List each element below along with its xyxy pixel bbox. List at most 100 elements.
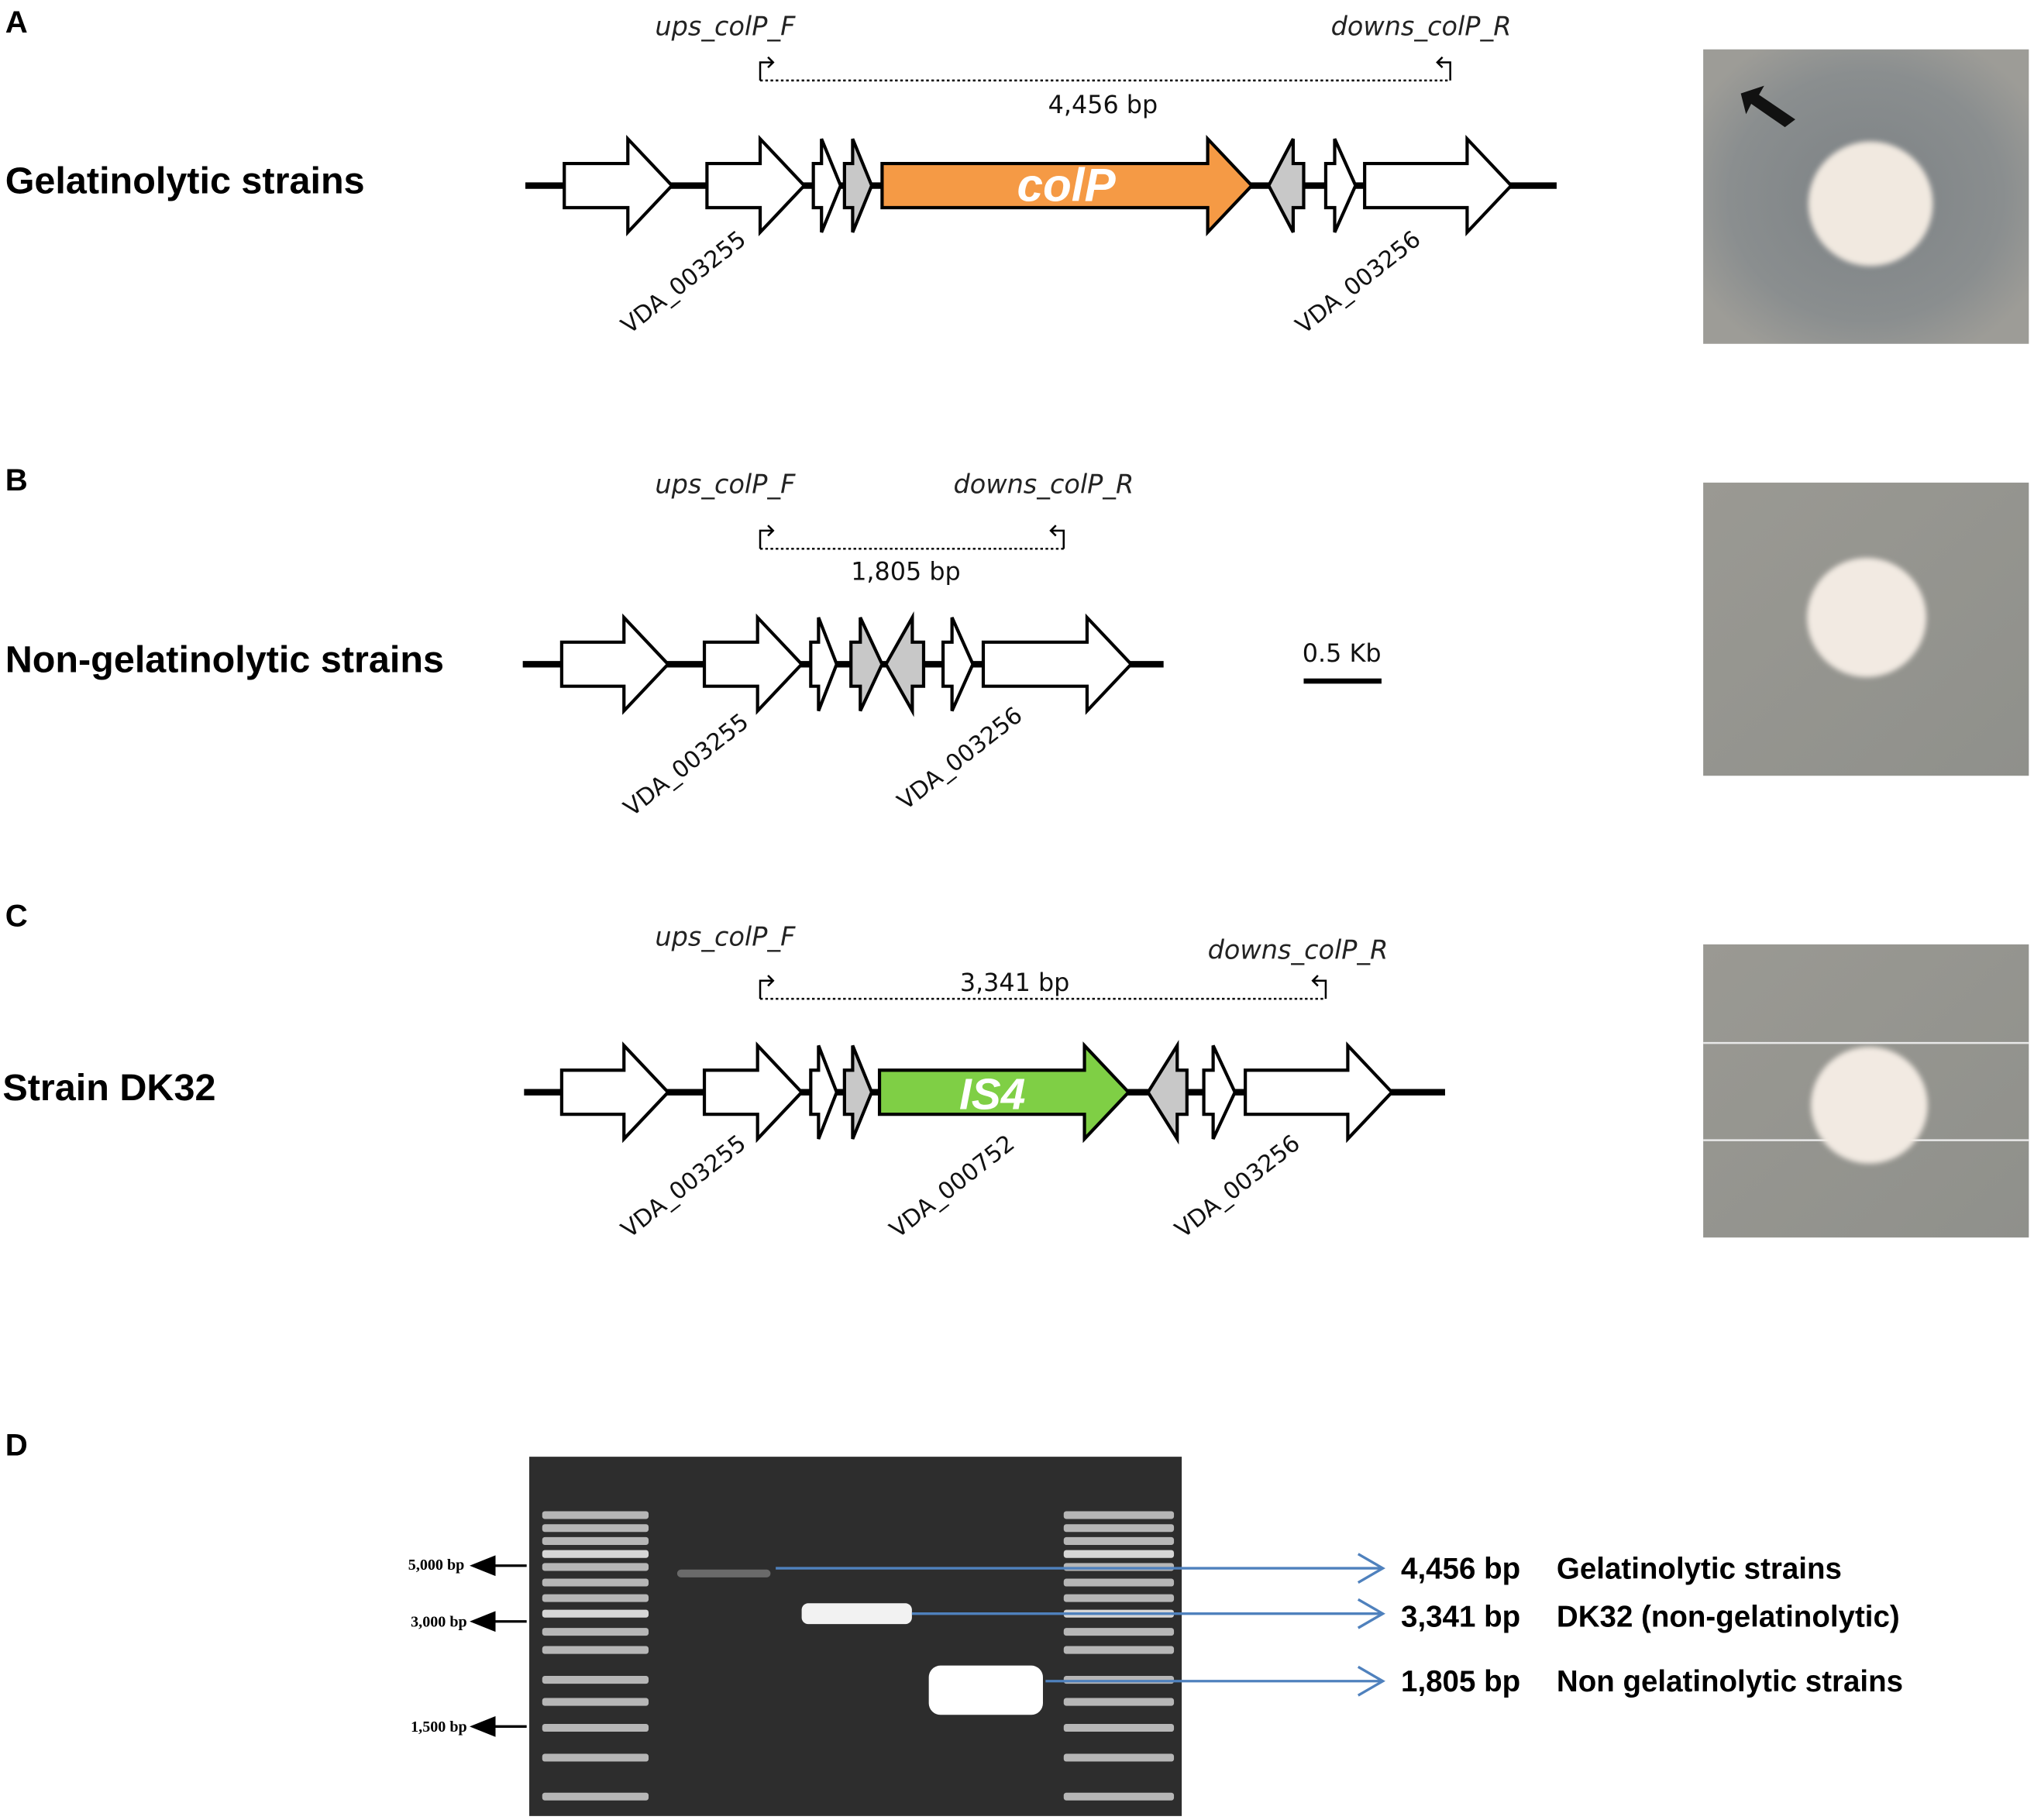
ladder-band: [1063, 1698, 1175, 1706]
gel-image: [529, 1457, 1182, 1816]
ladder-band: [542, 1594, 649, 1602]
gene-label: VDA_000752: [885, 1130, 1020, 1244]
band-callouts: [776, 1553, 1385, 1697]
colp-label: colP: [1017, 159, 1116, 212]
panel-letter-c: C: [5, 898, 28, 933]
plate-photo-c: [1703, 944, 2029, 1238]
ladder-band: [542, 1524, 649, 1533]
marker-arrow-icon: [470, 1555, 496, 1577]
ladder-band: [542, 1628, 649, 1636]
primer-r-c: downs_colP_R: [1208, 934, 1389, 965]
gene-arrow: [559, 1041, 671, 1144]
amplicon-a: 4,456 bp: [1048, 91, 1158, 119]
primer-forward-icon: [759, 525, 775, 549]
band-size: 1,805 bp: [1401, 1665, 1520, 1698]
ladder-band: [1063, 1724, 1175, 1732]
panel-a-title: Gelatinolytic strains: [5, 160, 365, 202]
colp-gene-arrow: [880, 134, 1254, 237]
gene-map-a: [525, 56, 1557, 237]
gene-arrow: [1323, 138, 1358, 233]
marker-arrow-icon: [470, 1611, 496, 1632]
panel-c-title: Strain DK32: [2, 1067, 215, 1109]
ladder-band: [1063, 1511, 1175, 1519]
ladder-band: [542, 1792, 649, 1801]
scale-bar: [1303, 678, 1382, 684]
ladder-band: [1063, 1550, 1175, 1558]
ladder-band: [542, 1609, 649, 1618]
callout-arrow-icon: [1357, 1598, 1385, 1629]
band-4456: [676, 1569, 771, 1577]
scale-bar-label: 0.5 Kb: [1303, 639, 1382, 668]
amplicon-c: 3,341 bp: [960, 968, 1070, 997]
gene-map-c: [524, 975, 1445, 1145]
gene-arrow: [1266, 138, 1306, 233]
gene-arrow: [702, 1041, 804, 1144]
ladder-band: [542, 1646, 649, 1654]
gene-label: VDA_003255: [616, 1130, 751, 1244]
primer-f-c: ups_colP_F: [655, 922, 796, 952]
band-1805: [928, 1665, 1043, 1715]
ladder-band: [542, 1753, 649, 1762]
primer-f-b: ups_colP_F: [655, 469, 796, 499]
primer-reverse-icon: [1436, 56, 1451, 81]
panel-letter-a: A: [5, 5, 28, 40]
band-desc: Gelatinolytic strains: [1557, 1553, 1842, 1586]
gene-arrow: [811, 138, 843, 233]
gene-label: VDA_003256: [1170, 1130, 1305, 1244]
primer-r-a: downs_colP_R: [1331, 11, 1512, 41]
ladder-band: [1063, 1753, 1175, 1762]
ladder-band: [542, 1511, 649, 1519]
gene-label: VDA_003256: [1291, 225, 1426, 339]
callout-arrow-icon: [1357, 1665, 1385, 1697]
ladder-band: [542, 1676, 649, 1684]
primer-r-b: downs_colP_R: [953, 469, 1134, 499]
gene-arrow: [884, 611, 926, 717]
gene-arrow: [941, 617, 975, 712]
ladder-band: [542, 1536, 649, 1545]
ladder-band: [1063, 1594, 1175, 1602]
ladder-band: [542, 1698, 649, 1706]
primer-forward-icon: [759, 56, 775, 81]
callout-arrow-icon: [1357, 1553, 1385, 1584]
ladder-band: [542, 1724, 649, 1732]
gene-arrow: [705, 134, 807, 237]
marker-label: 3,000 bp: [411, 1613, 467, 1630]
band-size: 4,456 bp: [1401, 1553, 1520, 1586]
gene-label: VDA_003255: [616, 225, 751, 339]
gene-arrow: [1244, 1041, 1395, 1144]
band-desc: Non gelatinolytic strains: [1557, 1665, 1903, 1698]
panel-letter-b: B: [5, 463, 28, 497]
gene-arrow: [842, 138, 874, 233]
primer-reverse-icon: [1311, 975, 1327, 999]
gene-arrow: [842, 1044, 874, 1140]
marker-label: 5,000 bp: [408, 1557, 465, 1574]
gene-arrow: [1146, 1040, 1189, 1145]
plate-photo-b: [1703, 482, 2029, 776]
ladder-band: [1063, 1628, 1175, 1636]
ladder-band: [1063, 1536, 1175, 1545]
gene-arrow: [559, 613, 671, 715]
primer-reverse-icon: [1049, 525, 1065, 549]
arrow-icon: [1740, 85, 1795, 128]
gene-arrow: [1363, 134, 1514, 237]
panel-b-title: Non-gelatinolytic strains: [5, 638, 444, 680]
primer-f-a: ups_colP_F: [655, 11, 796, 41]
ladder-band: [542, 1550, 649, 1558]
band-desc: DK32 (non-gelatinolytic): [1557, 1600, 1900, 1633]
ladder-band: [1063, 1646, 1175, 1654]
primer-forward-icon: [759, 975, 775, 999]
ladder-band: [542, 1563, 649, 1571]
ladder-band: [1063, 1578, 1175, 1587]
plate-photo-a: [1703, 49, 2029, 344]
gene-arrow: [849, 617, 884, 712]
gene-arrow: [1202, 1044, 1237, 1140]
size-markers: [470, 1555, 527, 1737]
gene-arrow: [563, 134, 675, 237]
ladder-band: [542, 1578, 649, 1587]
gene-map-b: [522, 525, 1164, 717]
marker-label: 1,500 bp: [411, 1719, 467, 1736]
band-3341: [801, 1603, 912, 1625]
is4-label: IS4: [959, 1069, 1025, 1119]
ladder-band: [1063, 1792, 1175, 1801]
